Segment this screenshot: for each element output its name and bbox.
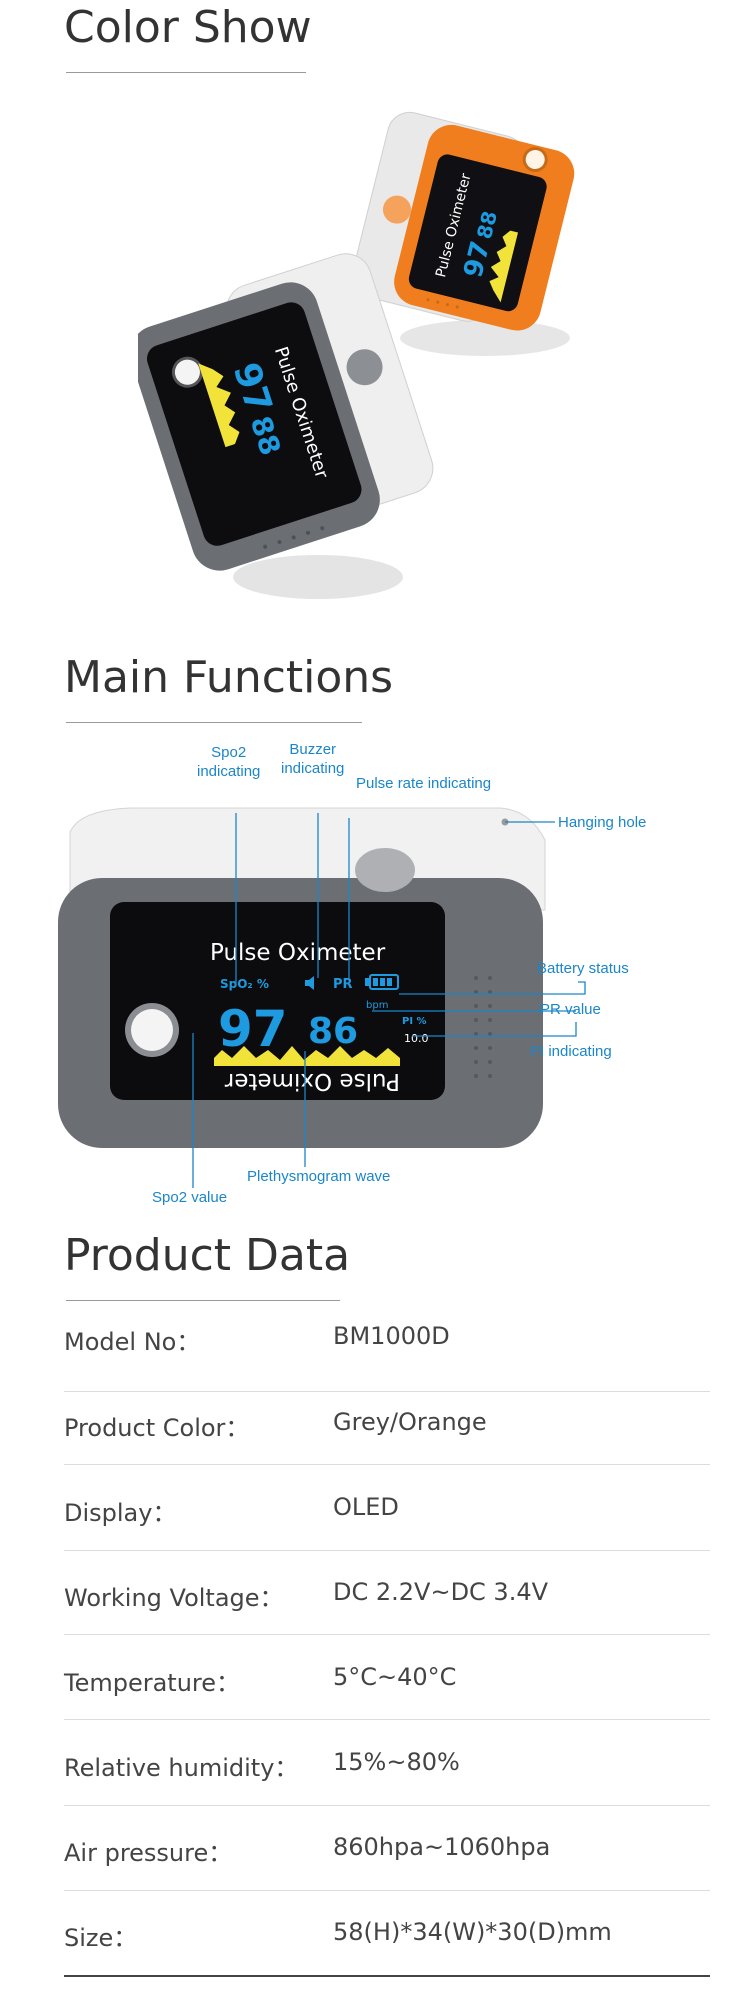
screen-bpm-label: bpm xyxy=(366,1000,388,1011)
row-label: Temperature： xyxy=(64,1669,241,1697)
main-functions-title-rule xyxy=(66,722,362,723)
row-label: Working Voltage： xyxy=(64,1584,284,1612)
buzzer-icon xyxy=(305,976,314,990)
table-bottom-rule xyxy=(64,1975,710,1977)
row-divider xyxy=(64,1719,710,1720)
screen-pr-label: PR xyxy=(333,977,353,992)
row-value: 860hpa~1060hpa xyxy=(333,1833,551,1861)
grey-oximeter-image: Pulse Oximeter 97 88 xyxy=(130,252,448,612)
row-label: Size： xyxy=(64,1924,138,1952)
row-value: DC 2.2V~DC 3.4V xyxy=(333,1578,549,1606)
row-divider xyxy=(64,1550,710,1551)
product-data-title: Product Data xyxy=(64,1230,351,1281)
callout-pr-value: PR value xyxy=(540,1001,601,1018)
row-value: 58(H)*34(W)*30(D)mm xyxy=(333,1918,612,1946)
screen-title: Pulse Oximeter xyxy=(210,940,386,966)
row-divider xyxy=(64,1805,710,1806)
row-value: 5°C~40°C xyxy=(333,1663,457,1691)
callout-pi-indicating: PI indicating xyxy=(530,1043,612,1060)
row-divider xyxy=(64,1634,710,1635)
function-diagram: Pulse Oximeter SpO₂ % PR 97 86 bpm PI % … xyxy=(0,740,750,1220)
callout-buzzer-indicating: Buzzer indicating xyxy=(281,741,345,777)
color-show-title-rule xyxy=(66,72,306,73)
callout-battery-status: Battery status xyxy=(537,960,629,977)
row-label: Air pressure： xyxy=(64,1839,233,1867)
callout-pulse-rate-indicating: Pulse rate indicating xyxy=(356,775,492,792)
main-functions-title: Main Functions xyxy=(64,652,394,703)
callout-hanging-hole: Hanging hole xyxy=(558,814,647,831)
row-label: Display： xyxy=(64,1499,177,1527)
row-divider xyxy=(64,1890,710,1891)
callout-spo2-indicating: Spo2 indicating xyxy=(197,744,261,780)
plethysmogram-wave-shape xyxy=(214,1046,400,1066)
callout-plethysmogram-wave: Plethysmogram wave xyxy=(247,1168,391,1185)
screen-spo2-label: SpO₂ % xyxy=(220,977,269,991)
product-data-title-rule xyxy=(66,1300,340,1301)
callout-spo2-value: Spo2 value xyxy=(152,1189,228,1206)
row-value: 15%~80% xyxy=(333,1748,460,1776)
row-divider xyxy=(64,1464,710,1465)
screen-title-inverted: Pulse Oximeter xyxy=(224,1068,400,1094)
row-label: Relative humidity： xyxy=(64,1754,299,1782)
row-label: Model No： xyxy=(64,1328,201,1356)
screen-pr-value: 86 xyxy=(308,1011,358,1052)
screen-pi-label: PI % xyxy=(402,1016,427,1027)
row-value: Grey/Orange xyxy=(333,1408,487,1436)
row-value: OLED xyxy=(333,1493,399,1521)
row-label: Product Color： xyxy=(64,1414,250,1442)
row-divider xyxy=(64,1391,710,1392)
row-value: BM1000D xyxy=(333,1322,450,1350)
battery-icon xyxy=(365,974,399,990)
screen-pi-value: 10.0 xyxy=(404,1032,429,1045)
screen-spo2-value: 97 xyxy=(218,1000,288,1058)
color-show-title: Color Show xyxy=(64,2,312,53)
orange-oximeter-image: Pulse Oximeter 97 88 xyxy=(351,110,585,370)
